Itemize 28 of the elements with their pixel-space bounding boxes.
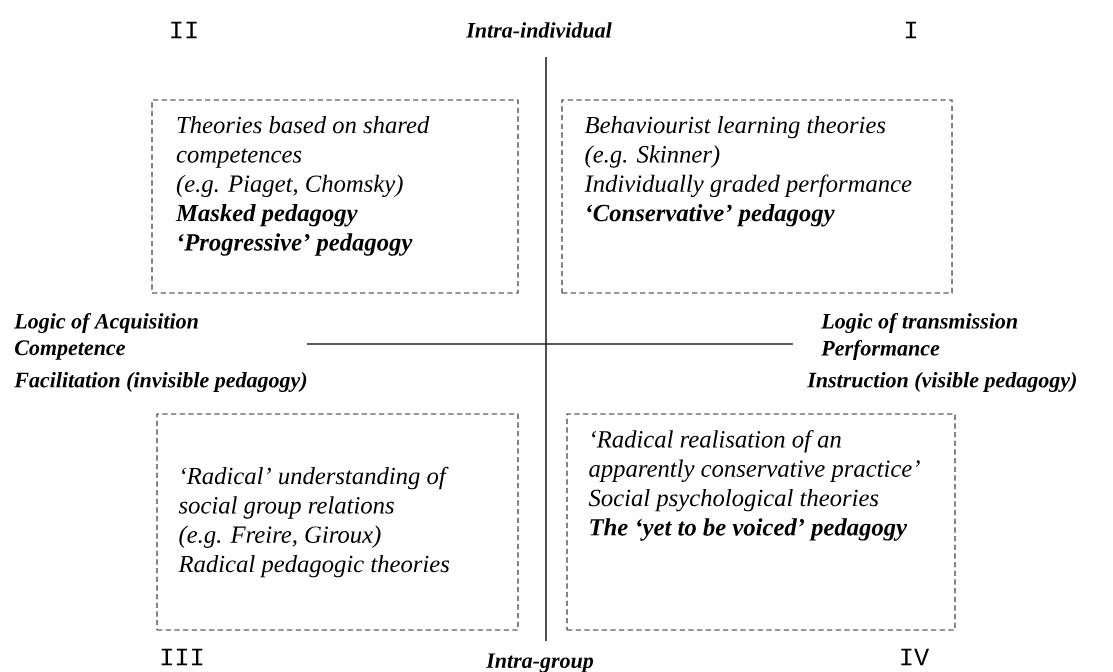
quadrant-numeral: II	[171, 21, 197, 39]
box-text: Masked pedagogy	[175, 204, 358, 227]
box-text: (e.g. Freire, Giroux)	[179, 525, 381, 548]
quadrant-numeral: I	[905, 21, 917, 39]
box-text: ‘Radical’ understanding of social group relations	[178, 466, 449, 519]
quadrant-box	[156, 413, 519, 631]
box-text: Radical pedagogic theories	[178, 554, 450, 578]
axis-label: Facilitation (invisible pedagogy)	[14, 372, 307, 392]
axis-label: Intra-group	[486, 653, 594, 672]
box-text: Individually graded performance	[584, 174, 912, 198]
axis-label: Logic of Acquisition	[14, 312, 198, 334]
quadrant-box	[151, 99, 519, 294]
box-text: Behaviourist learning theories	[584, 116, 886, 139]
quadrant-box	[566, 413, 956, 631]
box-text: (e.g. Skinner)	[585, 145, 720, 168]
axis-label: Performance	[821, 339, 940, 361]
box-text: Theories based on shared competences	[176, 116, 430, 168]
box-text: Social psychological theories	[588, 488, 879, 512]
box-text: The ‘yet to be voiced’ pedagogy	[590, 518, 908, 541]
box-text: ‘Radical realisation of an apparently conservative practice’	[589, 430, 920, 483]
quadrant-box	[561, 99, 953, 294]
box-text: ‘Conservative’ pedagogy	[587, 204, 835, 227]
axis-label: Competence	[15, 340, 125, 360]
box-text: ‘Progressive’ pedagogy	[178, 233, 413, 256]
axis-label: Intra-individual	[466, 22, 612, 38]
box-text: (e.g. Piaget, Chomsky)	[176, 174, 403, 198]
axis-label: Instruction (visible pedagogy)	[807, 372, 1076, 392]
axis-label: Logic of transmission	[821, 312, 1017, 334]
